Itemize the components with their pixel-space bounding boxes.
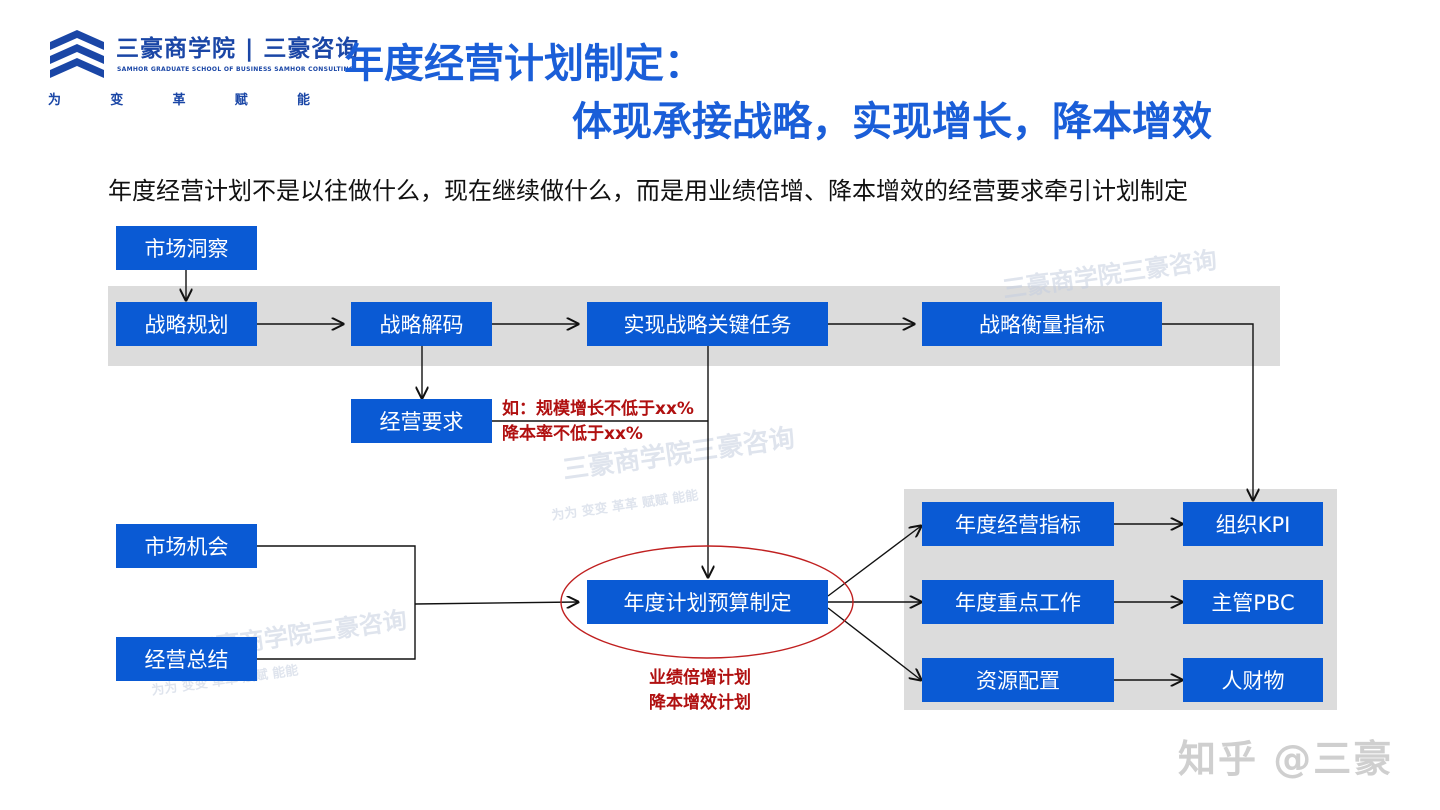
- page-title-line2: 体现承接战略，实现增长，降本增效: [572, 99, 1212, 145]
- slogan-char: 革: [172, 93, 186, 108]
- slogan-char: 能: [296, 93, 310, 108]
- plan-note: 业绩倍增计划 降本增效计划: [620, 666, 780, 716]
- node-business-requirements: 经营要求: [351, 399, 492, 443]
- slogan-char: 变: [110, 93, 124, 108]
- slogan-char: 为: [48, 93, 62, 108]
- logo-slogan: 为 变 革 赋 能: [48, 89, 310, 108]
- plan-note-line2: 降本增效计划: [649, 693, 751, 713]
- footer-watermark: 知乎 @三豪: [1178, 737, 1394, 781]
- plan-note-line1: 业绩倍增计划: [649, 668, 751, 688]
- budget-highlight-ellipse: [560, 545, 854, 659]
- node-annual-indicators: 年度经营指标: [922, 502, 1114, 546]
- node-key-tasks: 实现战略关键任务: [587, 302, 828, 346]
- arrow-merge-to-budget: [414, 602, 578, 604]
- node-annual-key-work: 年度重点工作: [922, 580, 1114, 624]
- node-market-opportunity: 市场机会: [116, 524, 257, 568]
- arrow-budget-to-indicators: [827, 526, 921, 597]
- node-strategy-planning: 战略规划: [116, 302, 257, 346]
- arrow-budget-to-resource: [827, 607, 921, 680]
- requirement-note-line2: 降本率不低于xx%: [502, 424, 643, 444]
- page-subtitle: 年度经营计划不是以往做什么，现在继续做什么，而是用业绩倍增、降本增效的经营要求牵…: [108, 177, 1188, 205]
- node-annual-budget: 年度计划预算制定: [587, 580, 828, 624]
- requirement-note-line1: 如：规模增长不低于xx%: [502, 399, 694, 419]
- node-manager-pbc: 主管PBC: [1183, 580, 1323, 624]
- requirement-note: 如：规模增长不低于xx% 降本率不低于xx%: [502, 397, 694, 447]
- logo-english-text: SAMHOR GRADUATE SCHOOL OF BUSINESS SAMHO…: [117, 66, 354, 73]
- node-market-insight: 市场洞察: [116, 226, 257, 270]
- slogan-char: 赋: [234, 93, 248, 108]
- node-strategy-metrics: 战略衡量指标: [922, 302, 1162, 346]
- line-opportunity-merge: [257, 545, 416, 660]
- arrow-metrics-to-kpi: [1162, 323, 1253, 500]
- logo-text: 三豪商学院 | 三豪咨询: [116, 36, 360, 62]
- page-title-line1: 年度经营计划制定：: [344, 41, 704, 87]
- logo-mark-icon: [50, 30, 104, 78]
- node-hr-finance-material: 人财物: [1183, 658, 1323, 702]
- node-org-kpi: 组织KPI: [1183, 502, 1323, 546]
- node-strategy-decoding: 战略解码: [351, 302, 492, 346]
- node-resource-allocation: 资源配置: [922, 658, 1114, 702]
- node-business-summary: 经营总结: [116, 637, 257, 681]
